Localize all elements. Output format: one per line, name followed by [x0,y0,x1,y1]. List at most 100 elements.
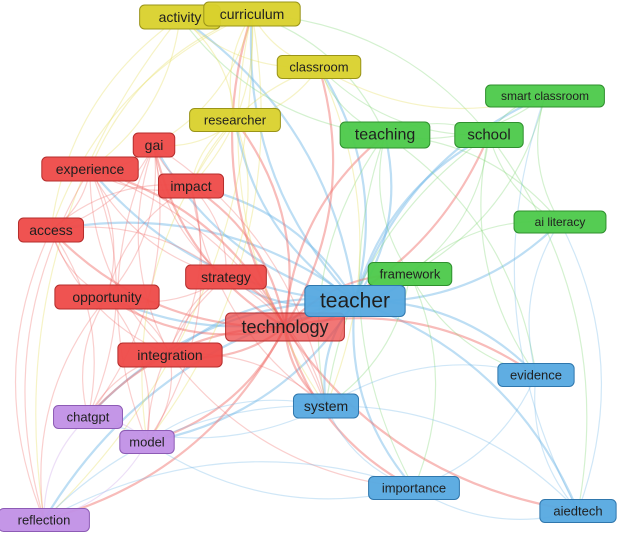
node-label-strategy: strategy [201,269,251,285]
node-impact[interactable]: impact [157,173,225,199]
link-opportunity-reflection [40,296,108,521]
link-importance-reflection [43,461,415,521]
link-teaching-evidence [384,134,537,376]
node-chatgpt[interactable]: chatgpt [53,405,123,429]
link-impact-model [146,185,203,443]
link-classroom-system [318,66,361,407]
node-system[interactable]: system [292,393,360,419]
link-teaching-framework [379,134,411,275]
link-technology-researcher [234,119,291,328]
node-teaching[interactable]: teaching [339,121,431,149]
link-teacher-classroom [318,66,367,302]
link-gai-opportunity [106,144,157,298]
node-school[interactable]: school [454,122,524,148]
node-label-opportunity: opportunity [72,289,141,305]
node-technology[interactable]: technology [225,312,345,342]
node-label-aiedtech: aiedtech [553,504,602,519]
node-experience[interactable]: experience [41,156,139,182]
link-impact-system [190,185,327,407]
node-box-curriculum [203,1,301,27]
node-reflection[interactable]: reflection [0,508,90,532]
node-label-school: school [467,127,510,144]
node-researcher[interactable]: researcher [189,108,281,132]
node-box-technology [225,312,345,342]
node-label-teacher: teacher [320,290,390,313]
link-teacher-importance [352,300,415,489]
link-school-ai-literacy [488,134,561,223]
link-school-aiedtech [488,134,588,512]
link-curriculum-access [50,13,253,231]
node-label-framework: framework [380,267,441,282]
link-curriculum-system [237,13,327,407]
node-box-opportunity [54,284,160,310]
node-box-integration [117,342,223,368]
node-box-aiedtech [539,499,617,523]
link-technology-aiedtech [284,326,579,513]
link-activity-experience [89,16,181,170]
link-school-system [325,134,490,407]
link-school-framework [409,134,490,275]
node-label-curriculum: curriculum [220,6,285,22]
link-access-reflection [15,229,52,521]
node-integration[interactable]: integration [117,342,223,368]
node-framework[interactable]: framework [367,262,453,286]
node-label-system: system [304,398,348,414]
link-teacher-school [353,134,490,302]
link-researcher-strategy [225,119,249,278]
node-box-chatgpt [53,405,123,429]
node-teacher[interactable]: teacher [304,285,406,317]
node-label-evidence: evidence [510,368,562,383]
node-aiedtech[interactable]: aiedtech [539,499,617,523]
node-model[interactable]: model [119,430,175,454]
node-smart-classroom[interactable]: smart classroom [485,84,605,108]
node-opportunity[interactable]: opportunity [54,284,160,310]
link-teacher-curriculum [249,13,356,302]
link-technology-reflection [43,326,286,522]
node-box-gai [132,132,176,158]
link-experience-reflection [24,168,91,521]
node-activity[interactable]: activity [139,4,221,30]
node-label-integration: integration [137,347,202,363]
node-label-technology: technology [241,317,328,337]
link-technology-importance [283,326,415,489]
link-curriculum-impact [190,13,254,187]
node-label-chatgpt: chatgpt [67,410,110,425]
node-curriculum[interactable]: curriculum [203,1,301,27]
link-gai-system [153,144,327,407]
node-label-researcher: researcher [204,113,267,128]
link-technology-teaching [283,134,386,328]
link-experience-opportunity [89,168,115,298]
link-evidence-importance [413,374,537,489]
node-box-school [454,122,524,148]
link-activity-access [50,16,181,231]
link-system-aiedtech [325,405,579,512]
link-experience-integration [89,168,171,356]
node-label-importance: importance [382,481,446,496]
link-aiedtech-ai-literacy [559,221,602,512]
node-box-impact [157,173,225,199]
node-box-access [17,217,85,243]
link-smart-classroom-ai-literacy [537,95,561,223]
node-classroom[interactable]: classroom [276,55,362,79]
node-box-teaching [339,121,431,149]
link-evidence-ai-literacy [528,221,561,376]
node-label-smart-classroom: smart classroom [501,89,589,103]
node-evidence[interactable]: evidence [497,363,575,387]
node-importance[interactable]: importance [368,476,460,500]
link-teacher-access [50,221,356,302]
node-box-evidence [497,363,575,387]
node-strategy[interactable]: strategy [185,264,267,290]
node-label-classroom: classroom [289,60,348,75]
node-box-strategy [185,264,267,290]
link-curriculum-reflection [43,13,253,521]
node-box-researcher [189,108,281,132]
link-teacher-aiedtech [354,299,580,512]
node-access[interactable]: access [17,217,85,243]
node-label-teaching: teaching [355,127,416,144]
node-box-model [119,430,175,454]
node-ai-literacy[interactable]: ai literacy [513,210,607,234]
node-gai[interactable]: gai [132,132,176,158]
link-opportunity-chatgpt [82,296,108,418]
link-technology-classroom [284,66,335,328]
